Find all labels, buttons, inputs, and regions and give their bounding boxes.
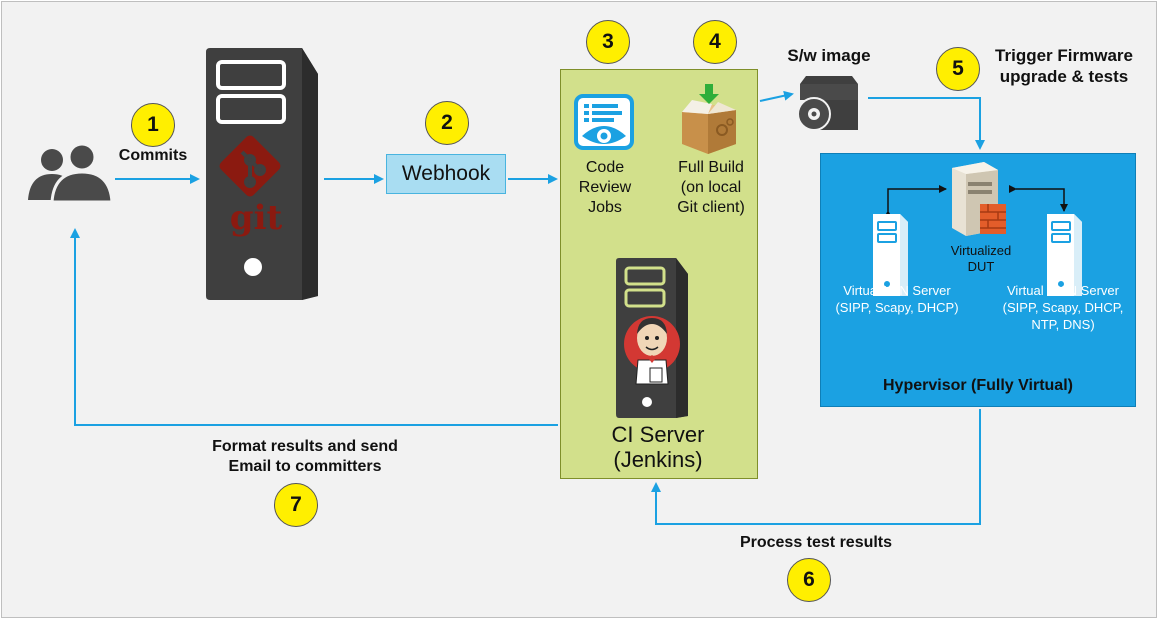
full-build-label: Full Build (on local Git client) <box>677 159 745 216</box>
step-5-badge: 5 <box>936 47 980 91</box>
code-review-icon <box>574 94 634 150</box>
step-7-badge: 7 <box>274 483 318 527</box>
arrow-build-to-image <box>759 90 794 102</box>
users-icon <box>28 142 114 204</box>
lan-server-icon <box>873 214 908 296</box>
format-results-label: Format results and send Email to committ… <box>212 438 398 475</box>
step-1-badge: 1 <box>131 103 175 147</box>
arrow-hypervisor-to-ci <box>651 409 981 525</box>
commits-label: Commits <box>118 147 188 164</box>
step-2-badge: 2 <box>425 101 469 145</box>
jenkins-logo-icon <box>624 316 680 385</box>
webhook-label: Webhook <box>401 162 491 185</box>
sw-image-drive-icon <box>797 76 858 131</box>
hypervisor-links <box>884 185 1068 218</box>
step-3-badge: 3 <box>586 20 630 64</box>
arrow-ci-to-user <box>70 228 558 426</box>
step-4-badge: 4 <box>693 20 737 64</box>
wan-server-icon <box>1047 214 1082 296</box>
git-logo-text: git <box>229 198 283 238</box>
ci-server-label: CI Server (Jenkins) <box>611 422 705 472</box>
build-box-icon <box>682 84 736 154</box>
sw-image-label: S/w image <box>787 46 871 65</box>
trigger-firmware-label: Trigger Firmware upgrade & tests <box>995 46 1133 86</box>
virtualized-dut-icon <box>952 162 1006 236</box>
wan-server-label: Virtual WAN Server (SIPP, Scapy, DHCP, N… <box>1002 283 1124 332</box>
code-review-label: Code Review Jobs <box>578 159 632 216</box>
git-server-icon <box>206 48 318 300</box>
webhook-box: Webhook <box>386 154 506 194</box>
process-results-label: Process test results <box>739 534 893 551</box>
step-6-badge: 6 <box>787 558 831 602</box>
hypervisor-label: Hypervisor (Fully Virtual) <box>883 377 1073 394</box>
lan-server-label: Virtual LAN Server (SIPP, Scapy, DHCP) <box>835 283 959 315</box>
virtualized-dut-label: Virtualized DUT <box>950 243 1012 274</box>
arrow-image-to-hypervisor <box>868 97 985 150</box>
